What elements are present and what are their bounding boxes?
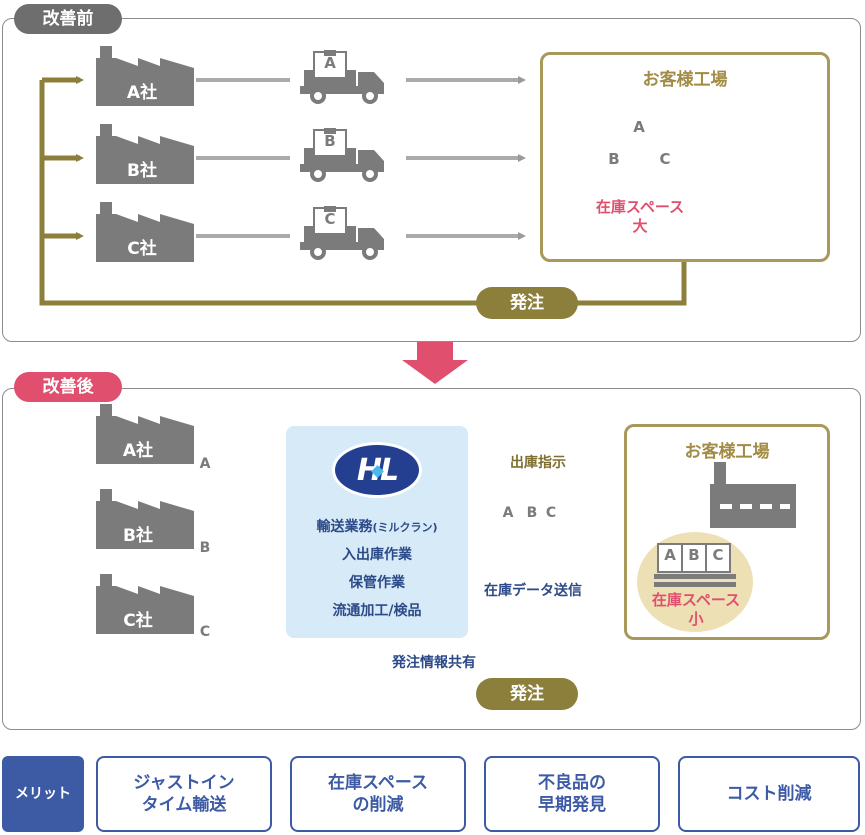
before-supplier-c: C社 bbox=[127, 239, 157, 259]
after-truck-box-b: B bbox=[526, 505, 538, 521]
factory-icon bbox=[96, 404, 194, 464]
share-label: 発注情報共有 bbox=[392, 655, 476, 671]
before-supplier-b: B社 bbox=[127, 161, 157, 181]
before-stock-box-a: A bbox=[633, 118, 645, 136]
factory-icon bbox=[96, 124, 194, 184]
after-customer-title: お客様工場 bbox=[684, 442, 770, 462]
before-stock-box-c: C bbox=[659, 150, 671, 168]
inventory-label: 在庫データ送信 bbox=[484, 583, 582, 599]
hl-service-processing: 流通加工/検品 bbox=[332, 603, 422, 619]
before-supplier-a: A社 bbox=[126, 83, 158, 103]
before-truck-label-a: A bbox=[324, 54, 336, 72]
factory-icon bbox=[96, 574, 194, 634]
hl-service-transport-suffix: (ミルクラン) bbox=[372, 521, 438, 534]
hl-service-transport-label: 輸送業務 bbox=[316, 519, 373, 535]
hl-logo: HL bbox=[332, 442, 422, 498]
merit-early-detection: 不良品の 早期発見 bbox=[484, 756, 660, 832]
before-space-text: 在庫スペース 大 bbox=[570, 198, 710, 236]
after-truck-box-c: C bbox=[545, 505, 557, 521]
merit-just-in-time: ジャストイン タイム輸送 bbox=[96, 756, 272, 832]
hl-service-box: HL 輸送業務(ミルクラン) 入出庫作業 保管作業 流通加工/検品 bbox=[286, 426, 468, 638]
after-stock-box-c: C bbox=[712, 546, 724, 564]
merit-cost-reduction: コスト削減 bbox=[678, 756, 860, 832]
before-truck-label-b: B bbox=[324, 132, 336, 150]
after-space-line-2: 小 bbox=[688, 610, 704, 628]
before-truck-b bbox=[296, 128, 386, 182]
after-box-label-c: C bbox=[199, 624, 211, 640]
dispatch-label: 出庫指示 bbox=[510, 455, 566, 471]
before-customer-title: お客様工場 bbox=[642, 70, 728, 90]
transition-arrow bbox=[402, 342, 468, 384]
after-order-label: 発注 bbox=[476, 678, 578, 710]
after-stock-box-b: B bbox=[688, 546, 700, 564]
before-space-line-1: 在庫スペース bbox=[595, 198, 685, 216]
before-order-loop bbox=[39, 76, 687, 306]
after-tag: 改善後 bbox=[14, 372, 122, 402]
before-customer-box: お客様工場 bbox=[540, 52, 830, 262]
after-truck-box-a: A bbox=[502, 505, 514, 521]
merit-label: メリット bbox=[2, 756, 84, 832]
factory-icon bbox=[96, 489, 194, 549]
hl-service-storage: 保管作業 bbox=[349, 575, 405, 591]
factory-icon bbox=[96, 202, 194, 262]
factory-icon bbox=[96, 46, 194, 106]
before-truck-c bbox=[296, 206, 386, 260]
before-truck-label-c: C bbox=[324, 210, 336, 228]
after-box-label-b: B bbox=[199, 540, 211, 556]
after-space-text: 在庫スペース 小 bbox=[626, 591, 766, 629]
hl-service-inout: 入出庫作業 bbox=[342, 547, 412, 563]
after-supplier-a: A社 bbox=[122, 441, 154, 461]
after-stock-box-a: A bbox=[664, 546, 676, 564]
after-space-line-1: 在庫スペース bbox=[651, 591, 741, 609]
before-order-label: 発注 bbox=[476, 287, 578, 319]
before-tag: 改善前 bbox=[14, 4, 122, 34]
after-supplier-c: C社 bbox=[123, 611, 153, 631]
hl-service-transport: 輸送業務(ミルクラン) bbox=[286, 516, 468, 536]
after-stock-bubble bbox=[637, 532, 753, 632]
before-space-line-2: 大 bbox=[632, 217, 648, 235]
after-customer-factory-icon bbox=[710, 462, 796, 528]
before-delivery-arrows bbox=[196, 76, 526, 240]
after-supplier-b: B社 bbox=[123, 526, 153, 546]
merit-space-reduction: 在庫スペース の削減 bbox=[290, 756, 466, 832]
before-truck-a bbox=[296, 50, 386, 104]
before-stock-box-b: B bbox=[608, 150, 620, 168]
after-box-label-a: A bbox=[199, 456, 211, 472]
